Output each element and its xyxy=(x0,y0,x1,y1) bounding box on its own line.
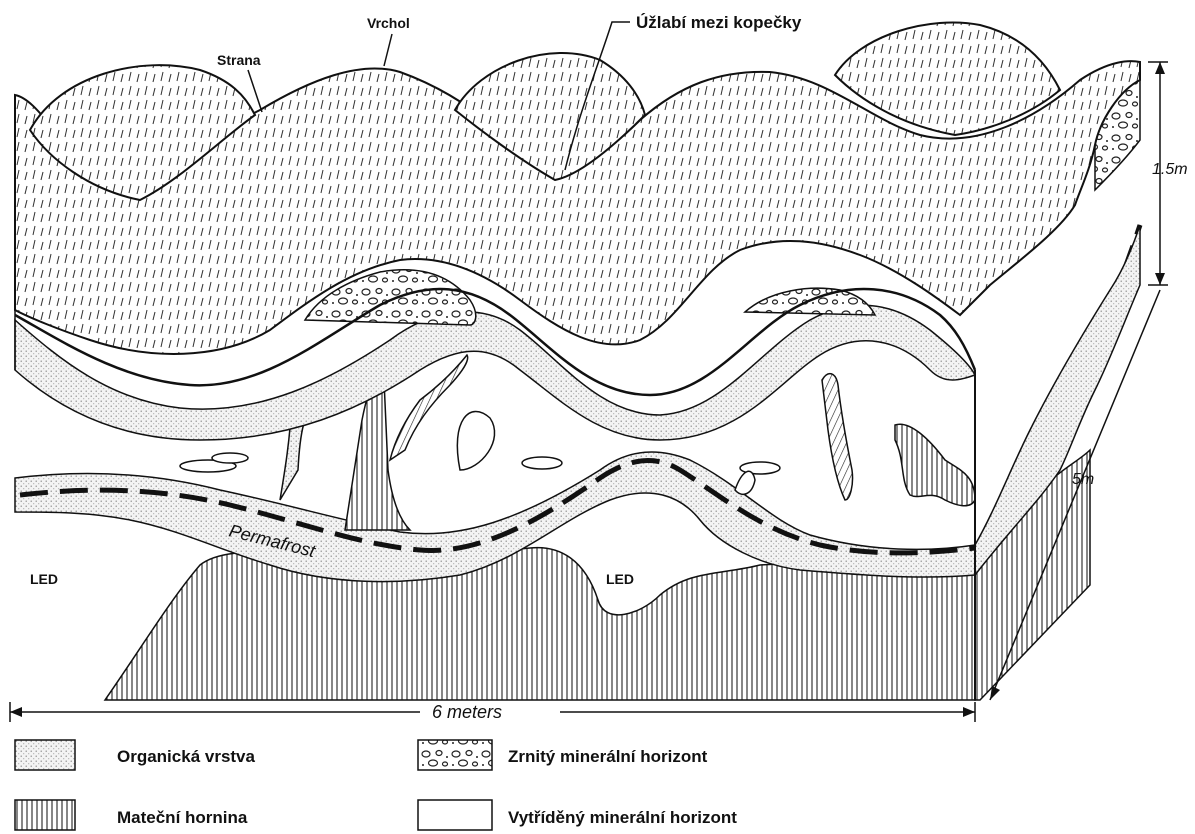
legend: Organická vrstva Zrnitý minerální horizo… xyxy=(15,740,737,830)
label-led-center: LED xyxy=(606,571,634,587)
label-vrchol: Vrchol xyxy=(367,15,410,31)
label-strana: Strana xyxy=(217,52,261,68)
legend-label-bedrock: Mateční hornina xyxy=(117,808,248,827)
bedrock-intrusion-4 xyxy=(895,424,975,506)
legend-swatch-gravel xyxy=(418,740,492,770)
legend-swatch-sorted xyxy=(418,800,492,830)
legend-label-organic: Organická vrstva xyxy=(117,747,256,766)
legend-swatch-organic xyxy=(15,740,75,770)
label-uzlabi: Úžlabí mezi kopečky xyxy=(636,13,802,32)
bedrock-intrusion-3 xyxy=(822,374,853,500)
legend-label-gravel: Zrnitý minerální horizont xyxy=(508,747,708,766)
label-led-left: LED xyxy=(30,571,58,587)
leader-vrchol xyxy=(384,34,392,66)
permafrost-band xyxy=(15,452,975,582)
label-width: 6 meters xyxy=(432,702,502,722)
legend-swatch-bedrock xyxy=(15,800,75,830)
ice-lens-3 xyxy=(212,453,248,463)
label-height: 1.5m xyxy=(1152,161,1188,178)
ice-lens-4 xyxy=(522,457,562,469)
label-depth: 5m xyxy=(1072,471,1094,488)
ice-lens-1 xyxy=(457,411,494,470)
ice-lens-6 xyxy=(735,471,755,494)
legend-label-sorted: Vytříděný minerální horizont xyxy=(508,808,737,827)
